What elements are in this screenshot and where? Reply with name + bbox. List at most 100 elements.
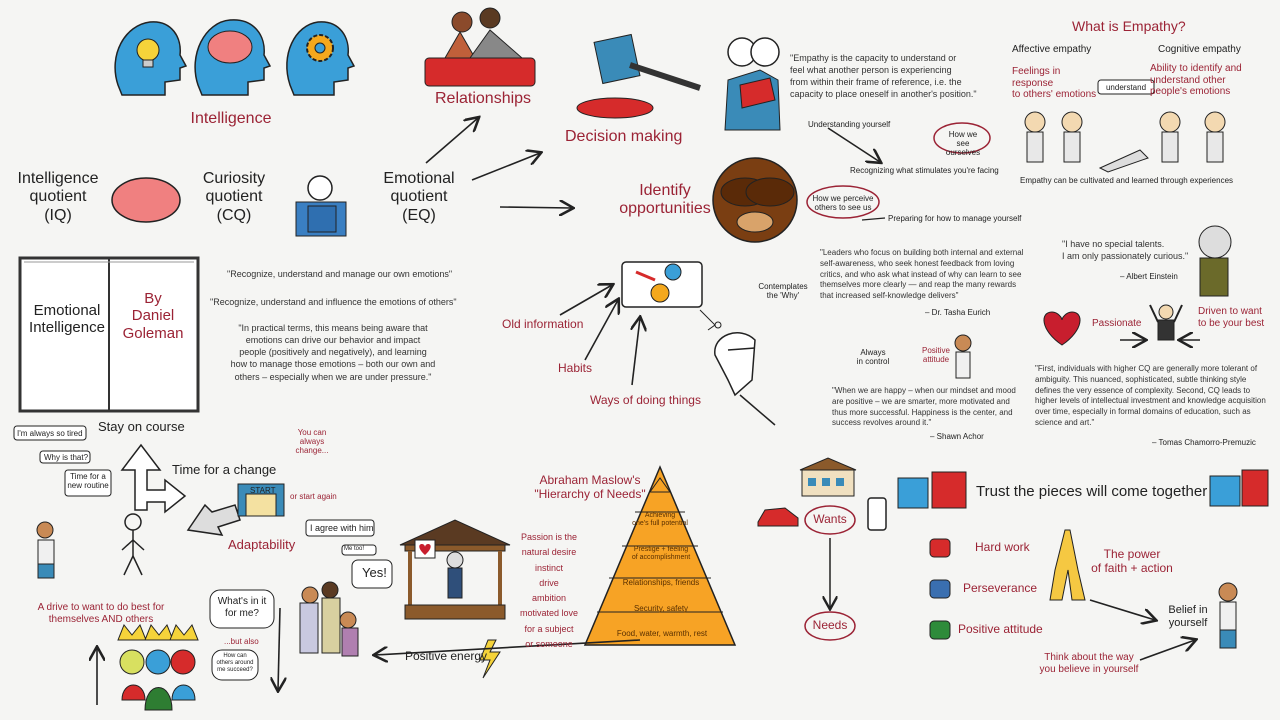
routine-text: Time for a new routine bbox=[67, 472, 109, 491]
time-change-label: Time for a change bbox=[172, 462, 277, 477]
needs-label: Needs bbox=[812, 618, 848, 632]
gazebo-icon bbox=[399, 519, 511, 620]
understand-label: understand bbox=[1105, 83, 1147, 92]
reader-icon bbox=[295, 175, 347, 237]
couch-icon bbox=[424, 7, 536, 87]
achor-author: – Shawn Achor bbox=[930, 432, 984, 441]
how-we-see: How we see ourselves bbox=[945, 130, 981, 158]
maslow-level-2: Prestige + feeling of accomplishment bbox=[631, 546, 691, 562]
wants-label: Wants bbox=[813, 512, 847, 526]
positive-attitude-label: Positive attitude bbox=[958, 622, 1043, 636]
brain-icon bbox=[111, 177, 181, 223]
gears-icon bbox=[621, 261, 722, 331]
positive-figure-icon bbox=[954, 334, 972, 379]
puzzle-icon bbox=[897, 469, 1269, 509]
maslow-level-5: Food, water, warmth, rest bbox=[616, 629, 708, 638]
perseverance-label: Perseverance bbox=[963, 581, 1038, 595]
empathy-figures-icon bbox=[1024, 79, 1226, 173]
chamorro-quote: "First, individuals with higher CQ are g… bbox=[1035, 364, 1266, 427]
house-icon bbox=[799, 457, 857, 497]
yes-text: Yes! bbox=[362, 565, 387, 580]
winner-icon bbox=[1149, 304, 1183, 341]
book-author: By Daniel Goleman bbox=[122, 290, 184, 342]
einstein-icon bbox=[1198, 225, 1232, 297]
intelligence-label: Intelligence bbox=[190, 110, 272, 127]
achor-quote: "When we are happy – when our mindset an… bbox=[832, 386, 1016, 428]
how-can-others: How can others around me succeed? bbox=[216, 653, 254, 673]
maslow-level-4: Security, safety bbox=[633, 604, 689, 613]
how-perceive: How we perceive others to see us bbox=[812, 194, 874, 213]
passion-definition: Passion is the natural desire instinct d… bbox=[519, 532, 579, 650]
habits-label: Habits bbox=[558, 361, 593, 375]
me-too-text: Me too! bbox=[344, 546, 365, 552]
feelings-text: Feelings in response to others' emotions bbox=[1012, 66, 1097, 100]
speech-bubbles bbox=[13, 425, 393, 681]
adaptability-label: Adaptability bbox=[228, 537, 296, 552]
lightbulb-head-icon bbox=[114, 21, 188, 96]
why-text: Why is that? bbox=[44, 453, 89, 462]
iq-label: Intelligence quotient (IQ) bbox=[17, 170, 99, 224]
agree-text: I agree with him bbox=[310, 523, 374, 533]
whats-in-it: What's in it for me? bbox=[217, 596, 267, 619]
maslow-pyramid bbox=[583, 465, 737, 646]
chamorro-author: – Tomas Chamorro-Premuzic bbox=[1152, 438, 1256, 447]
identify-label: Identify opportunities bbox=[619, 182, 711, 218]
goleman-quote-3: "In practical terms, this means being aw… bbox=[230, 323, 436, 382]
start-sign: START bbox=[250, 486, 276, 495]
you-can-change: You can always change... bbox=[295, 428, 329, 456]
think-label: Think about the way you believe in yours… bbox=[1039, 652, 1139, 675]
crowd-icon bbox=[299, 581, 359, 657]
fist-icon bbox=[929, 538, 951, 640]
brain-head-icon bbox=[194, 19, 272, 96]
goleman-quote-2: "Recognize, understand and influence the… bbox=[210, 297, 457, 307]
eq-label: Emotional quotient (EQ) bbox=[383, 170, 455, 224]
book-title: Emotional Intelligence bbox=[29, 302, 105, 337]
ability-text: Ability to identify and understand other… bbox=[1150, 63, 1242, 97]
einstein-quote: "I have no special talents. I am only pa… bbox=[1062, 239, 1189, 262]
always-control: Always in control bbox=[856, 348, 890, 367]
signpost-icon bbox=[120, 443, 241, 536]
thinker-icon bbox=[714, 332, 776, 426]
passionate-label: Passionate bbox=[1092, 318, 1142, 329]
recognizing: Recognizing what stimulates you're facin… bbox=[850, 166, 999, 175]
start-gate-icon bbox=[237, 483, 285, 517]
start-again: or start again bbox=[290, 492, 337, 501]
driven-label: Driven to want to be your best bbox=[1198, 306, 1265, 329]
tired-text: I'm always so tired bbox=[17, 429, 83, 438]
praying-hands-icon bbox=[1049, 529, 1086, 601]
positive-attitude-small: Positive attitude bbox=[921, 346, 950, 365]
faith-label: The power of faith + action bbox=[1091, 547, 1173, 575]
contemplates-label: Contemplates the 'Why' bbox=[758, 282, 808, 301]
stay-course-label: Stay on course bbox=[98, 419, 185, 434]
empathy-caption: Empathy can be cultivated and learned th… bbox=[1020, 176, 1234, 185]
empathy-title: What is Empathy? bbox=[1072, 18, 1186, 34]
goleman-quote-1: "Recognize, understand and manage our ow… bbox=[227, 269, 453, 279]
hard-work-label: Hard work bbox=[975, 540, 1030, 554]
empathy-quote: "Empathy is the capacity to understand o… bbox=[790, 53, 977, 100]
affective-label: Affective empathy bbox=[1012, 44, 1092, 55]
cognitive-label: Cognitive empathy bbox=[1158, 44, 1241, 55]
phone-icon bbox=[867, 497, 887, 531]
preparing: Preparing for how to manage yourself bbox=[888, 214, 1022, 223]
maslow-title: Abraham Maslow's "Hierarchy of Needs" bbox=[534, 473, 646, 501]
maslow-level-1: Achieving one's full potential bbox=[632, 512, 688, 528]
understanding-yourself: Understanding yourself bbox=[808, 120, 891, 129]
cq-label: Curiosity quotient (CQ) bbox=[202, 170, 266, 224]
book-icon bbox=[18, 256, 200, 413]
monkey-icon bbox=[712, 157, 798, 243]
positive-energy-label: Positive energy bbox=[405, 649, 488, 663]
decision-label: Decision making bbox=[565, 128, 683, 145]
trust-pieces: Trust the pieces will come together bbox=[976, 483, 1208, 500]
belief-figure-icon bbox=[1218, 582, 1238, 649]
ways-label: Ways of doing things bbox=[590, 393, 701, 407]
tired-person-icon bbox=[36, 521, 55, 579]
crown-people-icon bbox=[117, 624, 199, 711]
drive-text: A drive to want to do best for themselve… bbox=[37, 602, 165, 625]
hugging-people-icon bbox=[724, 37, 781, 131]
stick-figure-icon bbox=[121, 513, 145, 576]
relationships-label: Relationships bbox=[435, 90, 532, 107]
belief-label: Belief in yourself bbox=[1168, 604, 1208, 629]
gear-head-icon bbox=[286, 21, 356, 96]
but-also: ...but also bbox=[224, 637, 259, 646]
